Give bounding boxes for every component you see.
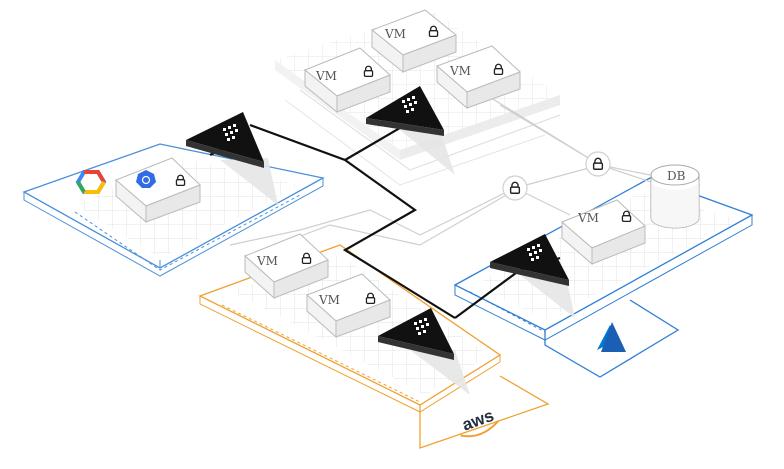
vault-node-gcp [186,112,264,168]
vm-box-aws-2: VM [306,273,391,339]
vm-box-aws-1: VM [244,233,329,300]
database-icon: DB [650,164,700,229]
gcp-kubernetes-box [115,157,201,224]
aws-logo: aws [460,406,500,438]
vm-box-top: VM [371,9,457,74]
vault-shadows [220,130,575,395]
google-cloud-logo [75,170,107,194]
svg-text:aws: aws [460,406,497,435]
vm-label: VM [318,293,340,307]
vault-grid-icon [223,124,238,141]
vault-node-onprem [366,86,444,136]
vault-node-azure [490,234,569,286]
kubernetes-icon [136,170,156,188]
azure-logo [597,322,626,352]
vm-label: VM [577,211,599,225]
vm-box-left: VM [304,47,391,114]
vm-label: VM [256,254,278,268]
connection-lock-2 [502,175,528,201]
vm-label: VM [384,27,406,41]
vault-node-aws [378,308,454,360]
vm-label: VM [315,69,337,83]
vm-box-right: VM [436,45,521,110]
vm-label: VM [449,64,471,78]
connection-lock-1 [585,151,611,177]
db-label: DB [667,169,686,183]
vm-box-azure: VM [561,199,646,266]
